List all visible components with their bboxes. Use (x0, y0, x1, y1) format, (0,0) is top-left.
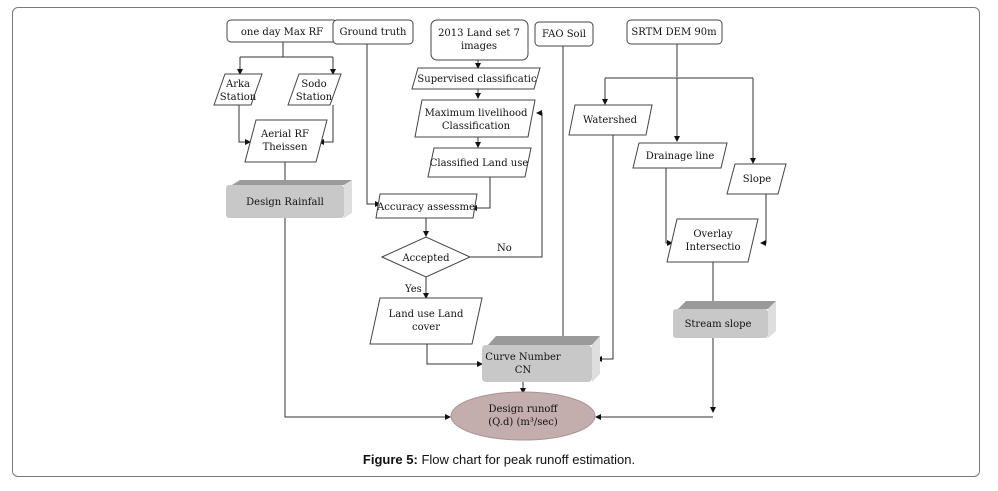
node-max-rf: one day Max RF (226, 19, 338, 43)
node-label: FAO Soil (542, 29, 586, 40)
node-label: Stream slope (685, 319, 752, 330)
node-supervised: Supervised classificatic (411, 67, 541, 90)
node-ground-truth: Ground truth (332, 19, 414, 45)
edge-rainfall-runoff (284, 218, 451, 420)
node-fao-soil: FAO Soil (534, 21, 594, 47)
node-label-line: Land use Land (389, 309, 464, 320)
edge-maxrf-split (240, 42, 333, 58)
node-stream-slope: Stream slope (673, 301, 776, 338)
node-label-line: Aerial RF (260, 129, 309, 140)
node-label-line: FAO Soil (542, 29, 586, 40)
node-design-runoff: Design runoff (Q.d) (m³/sec) (450, 391, 596, 441)
node-label: Classified Land use (430, 158, 529, 169)
figure-caption: Figure 5: Flow chart for peak runoff est… (0, 452, 998, 467)
node-label-line: one day Max RF (241, 27, 323, 38)
node-label-line: Intersectio (686, 242, 741, 253)
node-label-line: Classification (442, 121, 511, 132)
node-label-line: Design runoff (488, 404, 558, 415)
node-label: Slope (743, 174, 771, 185)
node-landsat: 2013 Land set 7 images (430, 19, 529, 61)
node-label: 2013 Land set 7 images (438, 28, 520, 52)
node-drainage-line: Drainage line (632, 142, 728, 169)
edge-label-yes: Yes (404, 284, 422, 295)
node-label-line: Stream slope (685, 319, 752, 330)
edge-watershed-cn (596, 135, 614, 362)
node-label: Design Rainfall (246, 197, 324, 208)
node-label-line: 2013 Land set 7 (438, 28, 520, 39)
node-label-line: Station (296, 92, 333, 103)
node-land-use-cover: Land use Land cover (369, 297, 483, 345)
node-label-line: Design Rainfall (246, 197, 324, 208)
node-label-line: Sodo (301, 79, 326, 90)
node-label-line: Curve Number (485, 352, 561, 363)
node-label-line: Maximum livelihood (425, 108, 528, 119)
node-label-line: Station (220, 92, 257, 103)
node-label: SRTM DEM 90m (631, 27, 717, 38)
caption-label: Figure 5: (362, 452, 418, 467)
node-label: one day Max RF (241, 27, 323, 38)
caption-text: Flow chart for peak runoff estimation. (417, 452, 636, 467)
node-classified-land-use: Classified Land use (427, 147, 532, 178)
node-label-line: Overlay (693, 229, 733, 240)
node-label: Ground truth (340, 27, 408, 38)
edge-sodo-aerial (318, 105, 334, 145)
edge-slope-overlay (760, 194, 767, 246)
node-label-line: Accepted (401, 253, 450, 264)
node-aerial-rf: Aerial RF Theissen (244, 119, 328, 163)
node-label: Watershed (583, 115, 638, 126)
node-label: Accepted (401, 253, 450, 264)
node-label-line: images (461, 41, 497, 52)
node-slope: Slope (726, 163, 787, 195)
node-label-line: Arka (225, 79, 250, 90)
node-label-line: SRTM DEM 90m (631, 27, 717, 38)
node-label-line: CN (515, 365, 532, 376)
edge-accepted-no (470, 110, 543, 258)
edge-arka-aerial (238, 105, 251, 145)
node-label-line: cover (412, 322, 440, 333)
node-label-line: Theissen (263, 142, 308, 153)
node-label-line: Drainage line (646, 151, 715, 162)
node-watershed: Watershed (568, 104, 653, 136)
node-label: Accuracy assessme (376, 202, 475, 213)
figure-frame (12, 7, 980, 477)
node-label: Design runoff (Q.d) (m³/sec) (488, 404, 558, 428)
node-srtm: SRTM DEM 90m (626, 19, 723, 45)
node-label-line: Ground truth (340, 27, 408, 38)
edge-groundtruth-accuracy (366, 44, 381, 207)
node-design-rainfall: Design Rainfall (226, 180, 352, 218)
node-label: Supervised classificatic (417, 74, 537, 85)
node-label-line: Accuracy assessme (376, 202, 475, 213)
node-accuracy: Accuracy assessme (375, 193, 478, 219)
node-label-line: Classified Land use (430, 158, 529, 169)
edge-landuse-cn (426, 344, 483, 367)
node-label-line: Slope (743, 174, 771, 185)
node-label-line: (Q.d) (m³/sec) (488, 417, 558, 428)
edge-label-no: No (497, 243, 512, 254)
node-label: Aerial RF Theissen (260, 129, 309, 153)
node-label: Drainage line (646, 151, 715, 162)
edge-drainage-overlay (665, 168, 673, 246)
node-label: Land use Land cover (389, 309, 464, 333)
node-label-line: Supervised classificatic (417, 74, 537, 85)
node-label-line: Watershed (583, 115, 638, 126)
edge-classified-accuracy (471, 177, 491, 211)
node-accepted: Accepted (380, 236, 472, 278)
